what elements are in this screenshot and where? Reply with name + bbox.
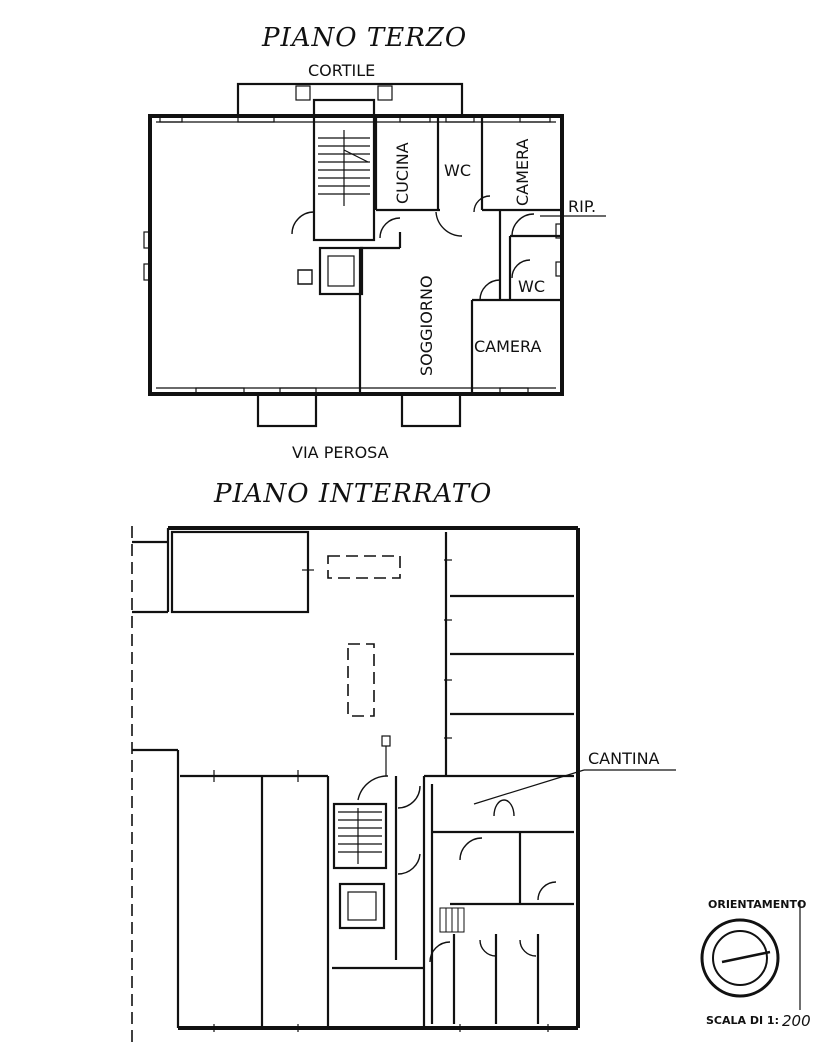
street-label: VIA PEROSA xyxy=(292,443,389,462)
compass-outer-ring xyxy=(700,918,780,998)
street-balcony-right xyxy=(400,392,462,428)
scale-value: 200 xyxy=(782,1012,811,1030)
courtyard-fixture-right xyxy=(377,85,393,101)
basement-box-top xyxy=(170,530,310,614)
upper-outer-wall xyxy=(148,114,564,396)
bedroom-bottom-door xyxy=(479,279,501,301)
left-apartment-door xyxy=(291,211,315,235)
upper-lift xyxy=(318,246,364,296)
basement-stair-door xyxy=(357,775,389,801)
living-label: SOGGIORNO xyxy=(417,275,436,376)
basement-lift xyxy=(338,882,386,930)
upper-floor-plan: PIANO TERZO CORTILE xyxy=(143,23,606,462)
living-door xyxy=(435,211,463,237)
entrance-door xyxy=(379,217,401,239)
compass-needle-icon xyxy=(721,950,771,964)
wc-small-label: WC xyxy=(518,277,545,296)
basement-stair xyxy=(332,802,388,870)
bedroom-top-label: CAMERA xyxy=(513,139,532,207)
street-balcony-left xyxy=(256,392,318,428)
basement-stair-treads xyxy=(338,808,382,864)
courtyard-fixture-left xyxy=(295,85,311,101)
stair-core xyxy=(312,98,376,242)
cellar-label: CANTINA xyxy=(588,749,660,768)
bedroom-bottom-label: CAMERA xyxy=(474,337,542,356)
stair-treads xyxy=(318,130,370,206)
compass-inner-ring xyxy=(712,930,768,986)
storage-label: RIP. xyxy=(568,197,596,216)
cellar-leader xyxy=(473,769,585,805)
basement-title: PIANO INTERRATO xyxy=(213,479,492,509)
wc-door xyxy=(473,195,491,213)
light-well-1 xyxy=(327,555,401,579)
orientation-legend: ORIENTAMENTO SCALA DI 1: 200 xyxy=(700,898,811,1030)
light-well-2 xyxy=(347,643,375,717)
kitchen-label: CUCINA xyxy=(393,142,412,204)
basement-plan: PIANO INTERRATO xyxy=(131,479,676,1044)
courtyard-label: CORTILE xyxy=(308,61,375,80)
wc-small-door xyxy=(511,259,531,279)
orientation-label: ORIENTAMENTO xyxy=(708,898,806,911)
scale-label: SCALA DI 1: xyxy=(706,1014,779,1027)
wc-top-label: WC xyxy=(444,161,471,180)
bedroom-top-door xyxy=(511,213,535,237)
upper-floor-title: PIANO TERZO xyxy=(261,23,467,53)
